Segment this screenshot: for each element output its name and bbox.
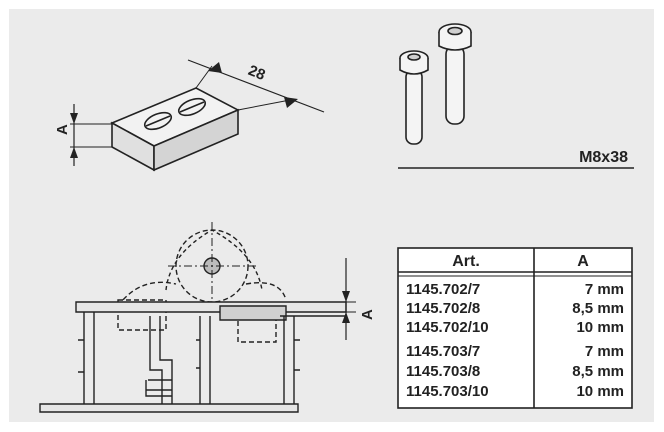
- frame-top-rail: [75, 301, 347, 313]
- plate-side-face: [153, 108, 239, 172]
- frame-profile-middle: [196, 316, 300, 404]
- dimension-28-label: 28: [246, 62, 268, 84]
- table-cell-a: 8,5 mm: [572, 363, 624, 380]
- table-cell-art: 1145.702/8: [406, 300, 480, 317]
- table-cell-art: 1145.703/7: [406, 343, 480, 360]
- frame-profile-left: [78, 312, 173, 404]
- table-cell-art: 1145.703/10: [406, 383, 489, 400]
- table-header-a: A: [577, 253, 589, 270]
- table-header-art: Art.: [452, 253, 480, 270]
- article-table: Art. A 1145.702/7 7 mm 1145.702/8 8,5 mm…: [397, 247, 633, 409]
- table-cell-art: 1145.702/10: [406, 319, 489, 336]
- bolts-drawing: [398, 23, 634, 169]
- plate-hole: [177, 97, 207, 117]
- table-cell-art: 1145.702/7: [406, 281, 480, 298]
- bolt-shank: [445, 45, 465, 125]
- table-cell-a: 7 mm: [585, 281, 624, 298]
- profile-section-drawing: [39, 222, 356, 413]
- dimension-a-label-top: A: [54, 124, 71, 135]
- dimension-a-label-bottom: A: [359, 309, 376, 320]
- frame-bottom-rail: [39, 403, 299, 413]
- table-cell-a: 7 mm: [585, 343, 624, 360]
- table-cell-a: 10 mm: [576, 319, 624, 336]
- spacer-plate-drawing: [70, 59, 325, 172]
- plate-hole: [143, 111, 173, 131]
- table-cell-art: 1145.703/8: [406, 363, 480, 380]
- bolt-shank: [405, 69, 423, 145]
- table-cell-a: 8,5 mm: [572, 300, 624, 317]
- table-cell-a: 10 mm: [576, 383, 624, 400]
- bolt-size-label: M8x38: [579, 149, 628, 166]
